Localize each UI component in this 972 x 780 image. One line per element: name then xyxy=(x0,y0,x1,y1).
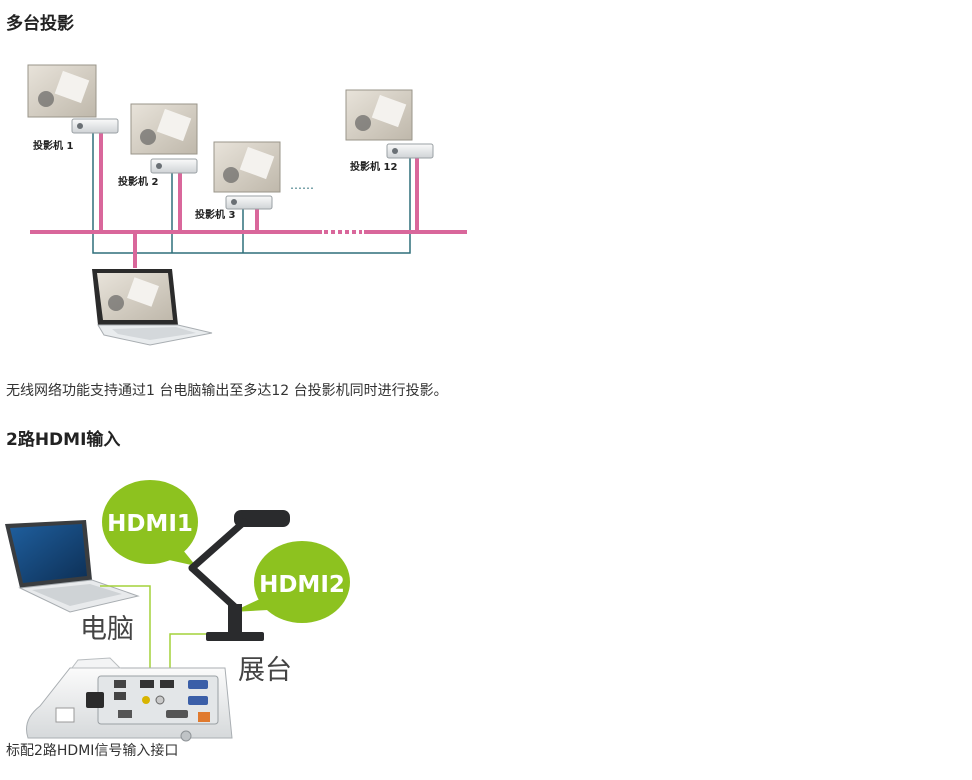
hdmi-cables xyxy=(100,585,206,680)
hdmi1-bubble: HDMI1 xyxy=(102,480,198,566)
projector-icon xyxy=(386,143,434,159)
ellipsis-marker: …… xyxy=(290,178,314,192)
laptop-icon xyxy=(5,520,140,613)
multi-projection-description: 无线网络功能支持通过1 台电脑输出至多达12 台投影机同时进行投影。 xyxy=(6,383,448,399)
projector-icon xyxy=(150,158,198,174)
hdmi-input-diagram: HDMI1 HDMI2 电脑 展台 xyxy=(5,480,350,742)
projector-label: 投影机 12 xyxy=(350,160,397,173)
projection-screen xyxy=(213,141,281,193)
projector-back-panel xyxy=(26,657,233,742)
projector-icon xyxy=(71,118,119,134)
document-camera-icon xyxy=(188,510,290,641)
multi-projection-diagram: 投影机 1 投影机 2 投影机 3 投影机 12 …… xyxy=(27,64,467,346)
projection-screen xyxy=(345,89,413,141)
projection-screen xyxy=(27,64,97,118)
hdmi2-bubble: HDMI2 xyxy=(232,541,350,623)
hdmi1-label: HDMI1 xyxy=(107,511,193,537)
projector-label: 投影机 1 xyxy=(33,139,73,152)
projection-screen xyxy=(130,103,198,155)
hdmi2-label: HDMI2 xyxy=(259,572,345,598)
projector-label: 投影机 3 xyxy=(195,208,235,221)
network-bus xyxy=(30,127,467,268)
camera-label: 展台 xyxy=(238,655,292,686)
laptop-icon xyxy=(92,269,213,346)
projector-icon xyxy=(225,195,273,210)
section-title-hdmi-input: 2路HDMI输入 xyxy=(6,430,121,450)
hdmi-input-caption: 标配2路HDMI信号输入接口 xyxy=(6,743,179,759)
teal-cables xyxy=(92,130,411,254)
section-title-multi-projection: 多台投影 xyxy=(6,14,74,34)
computer-label: 电脑 xyxy=(80,614,134,645)
projector-label: 投影机 2 xyxy=(118,175,158,188)
